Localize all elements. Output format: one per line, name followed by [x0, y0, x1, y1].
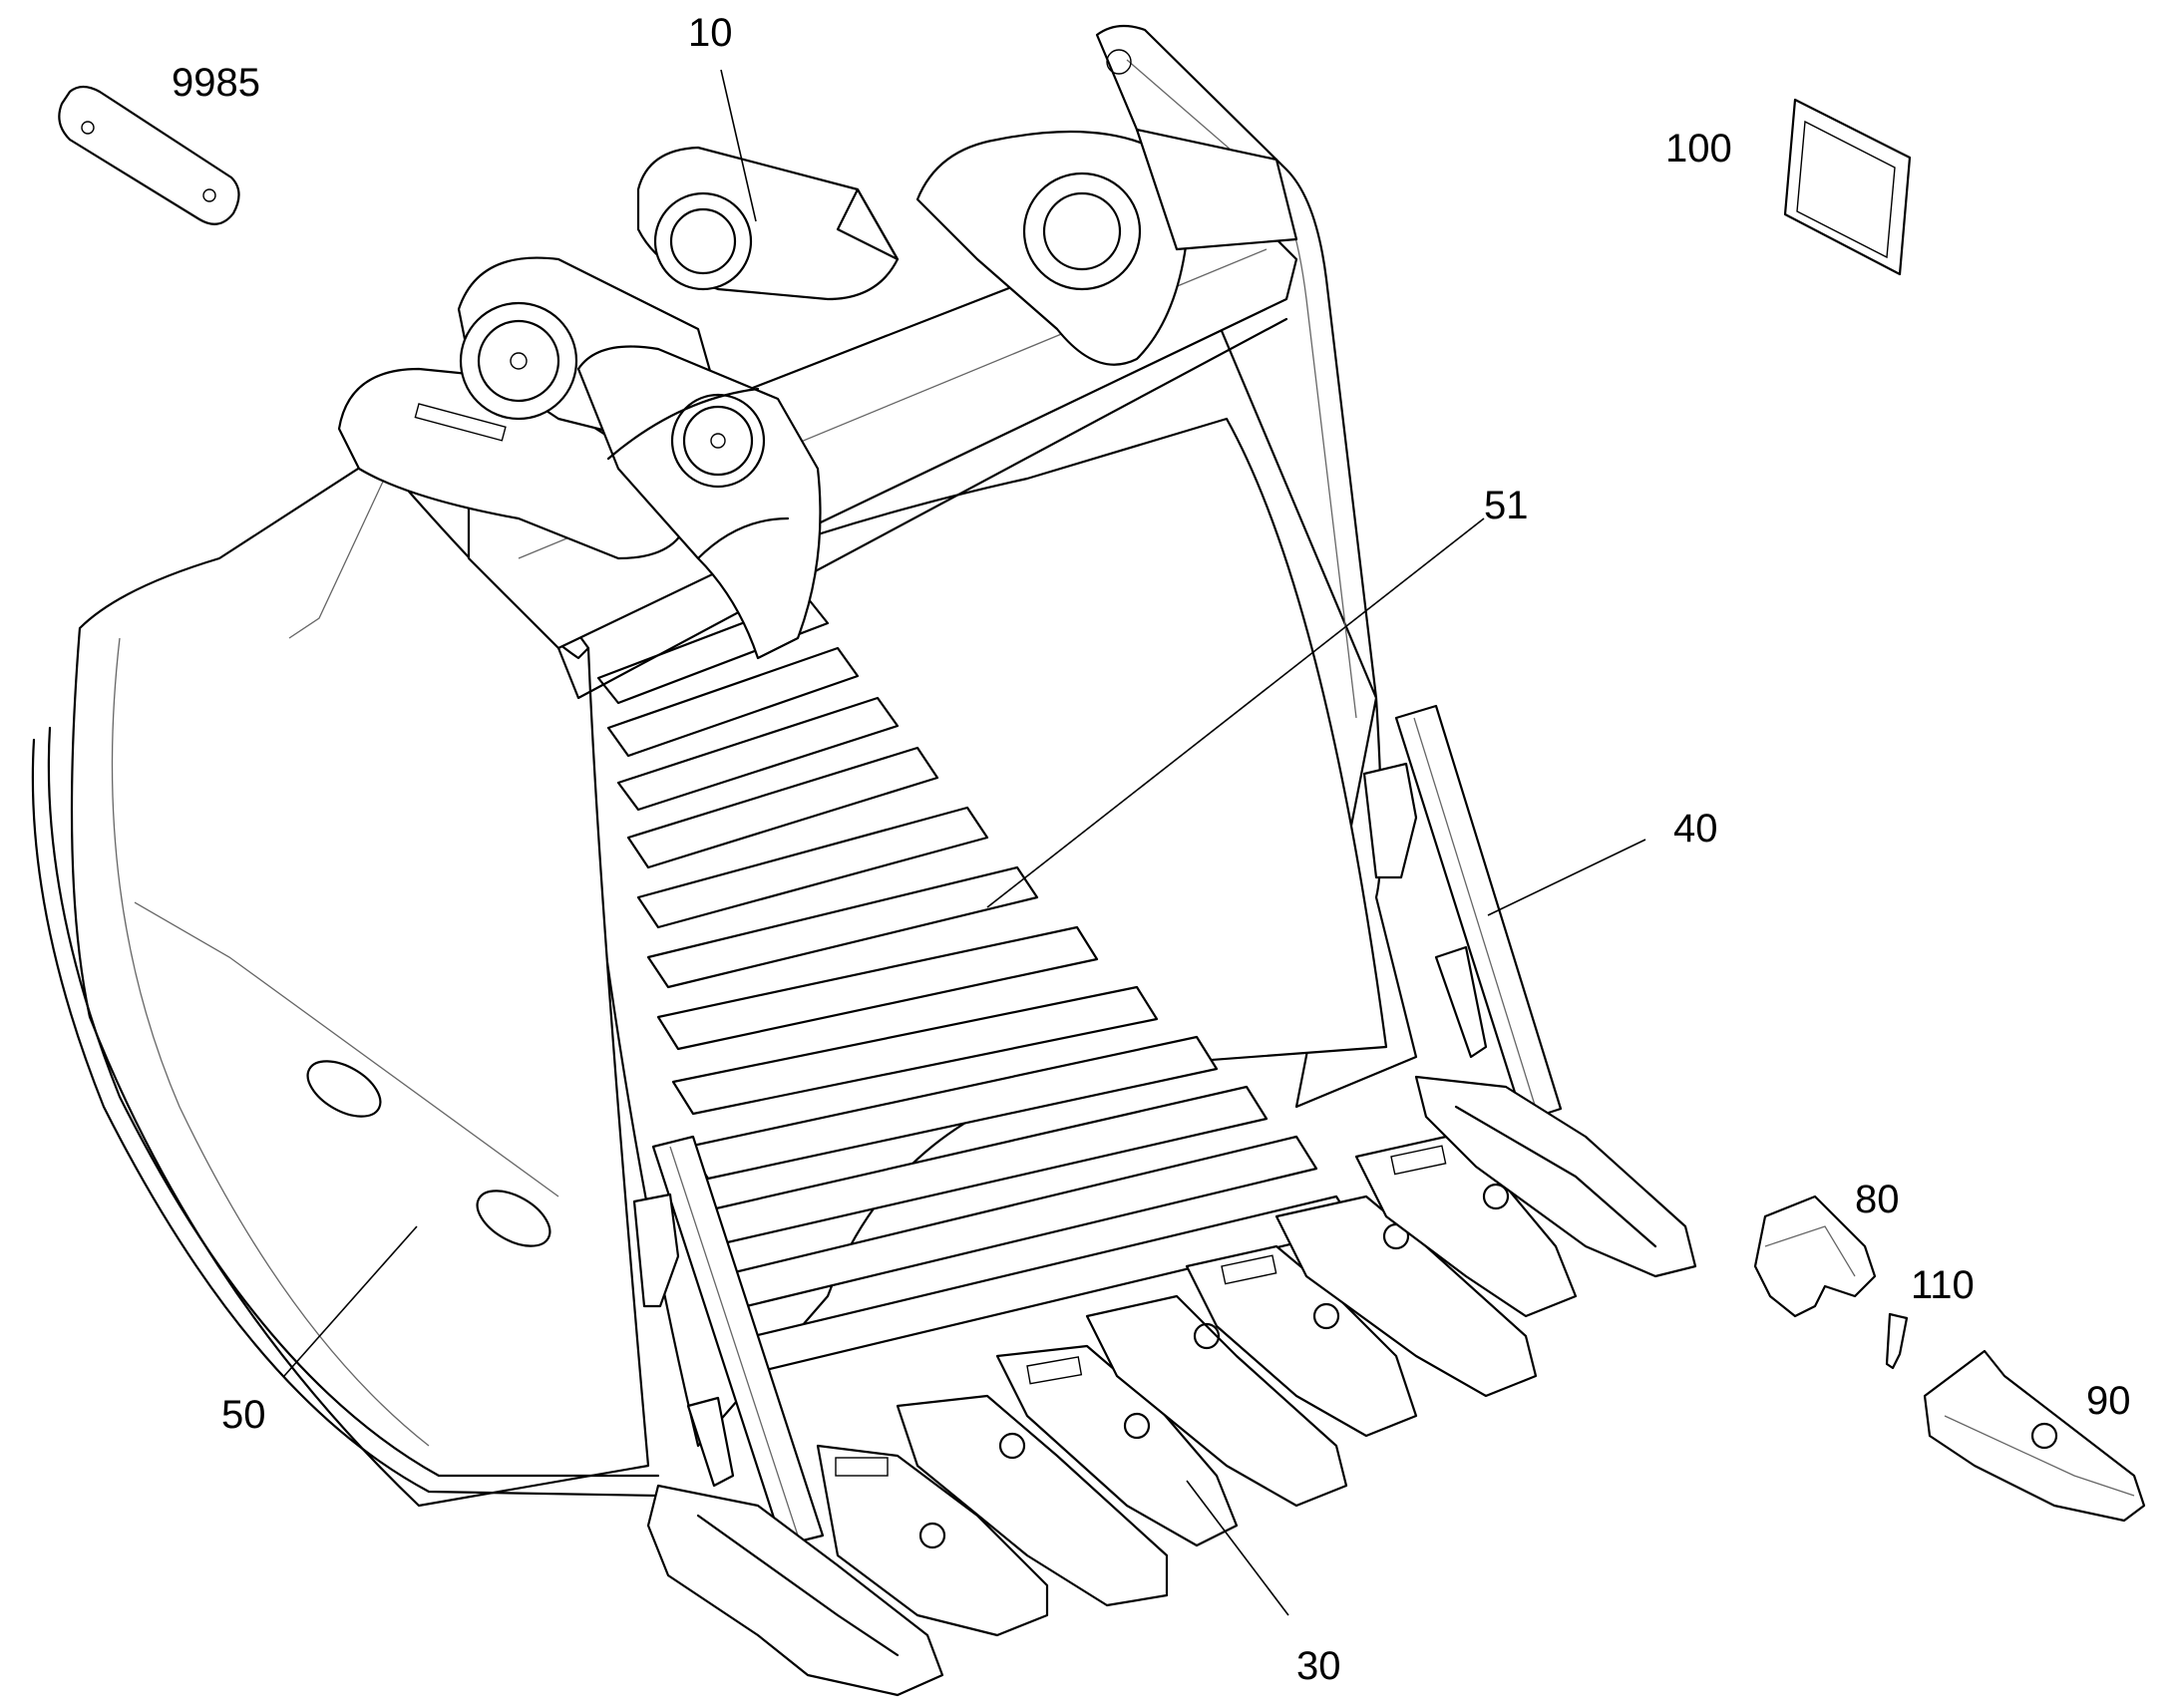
- callout-9985: 9985: [172, 61, 260, 105]
- leader-lines: [283, 69, 1646, 1616]
- callout-90: 90: [2086, 1379, 2131, 1423]
- callout-10: 10: [688, 11, 733, 55]
- callout-labels: 10 9985 100 51 40 80 110 90 50 30: [172, 11, 2131, 1688]
- part-80-adapter: [1753, 1195, 1877, 1318]
- part-110-pin: [1885, 1312, 1909, 1370]
- part-90-tooth-tip: [1923, 1349, 2146, 1523]
- part-30-tooth-row: [646, 1075, 1697, 1697]
- part-40-side-cutter-right: [1362, 704, 1563, 1123]
- callout-50: 50: [221, 1393, 266, 1437]
- wear-strips: [596, 596, 1358, 1375]
- callout-40: 40: [1673, 807, 1718, 851]
- callout-51: 51: [1484, 484, 1529, 527]
- callout-30: 30: [1296, 1644, 1341, 1688]
- part-9985-plate: [58, 85, 240, 225]
- callout-80: 80: [1855, 1178, 1900, 1221]
- part-100-label-plate: [1783, 98, 1912, 276]
- part-10-hinge-bracket: [337, 128, 1298, 700]
- callout-100: 100: [1665, 127, 1732, 171]
- side-cutter-left: [632, 1135, 825, 1547]
- callout-110: 110: [1911, 1263, 1975, 1307]
